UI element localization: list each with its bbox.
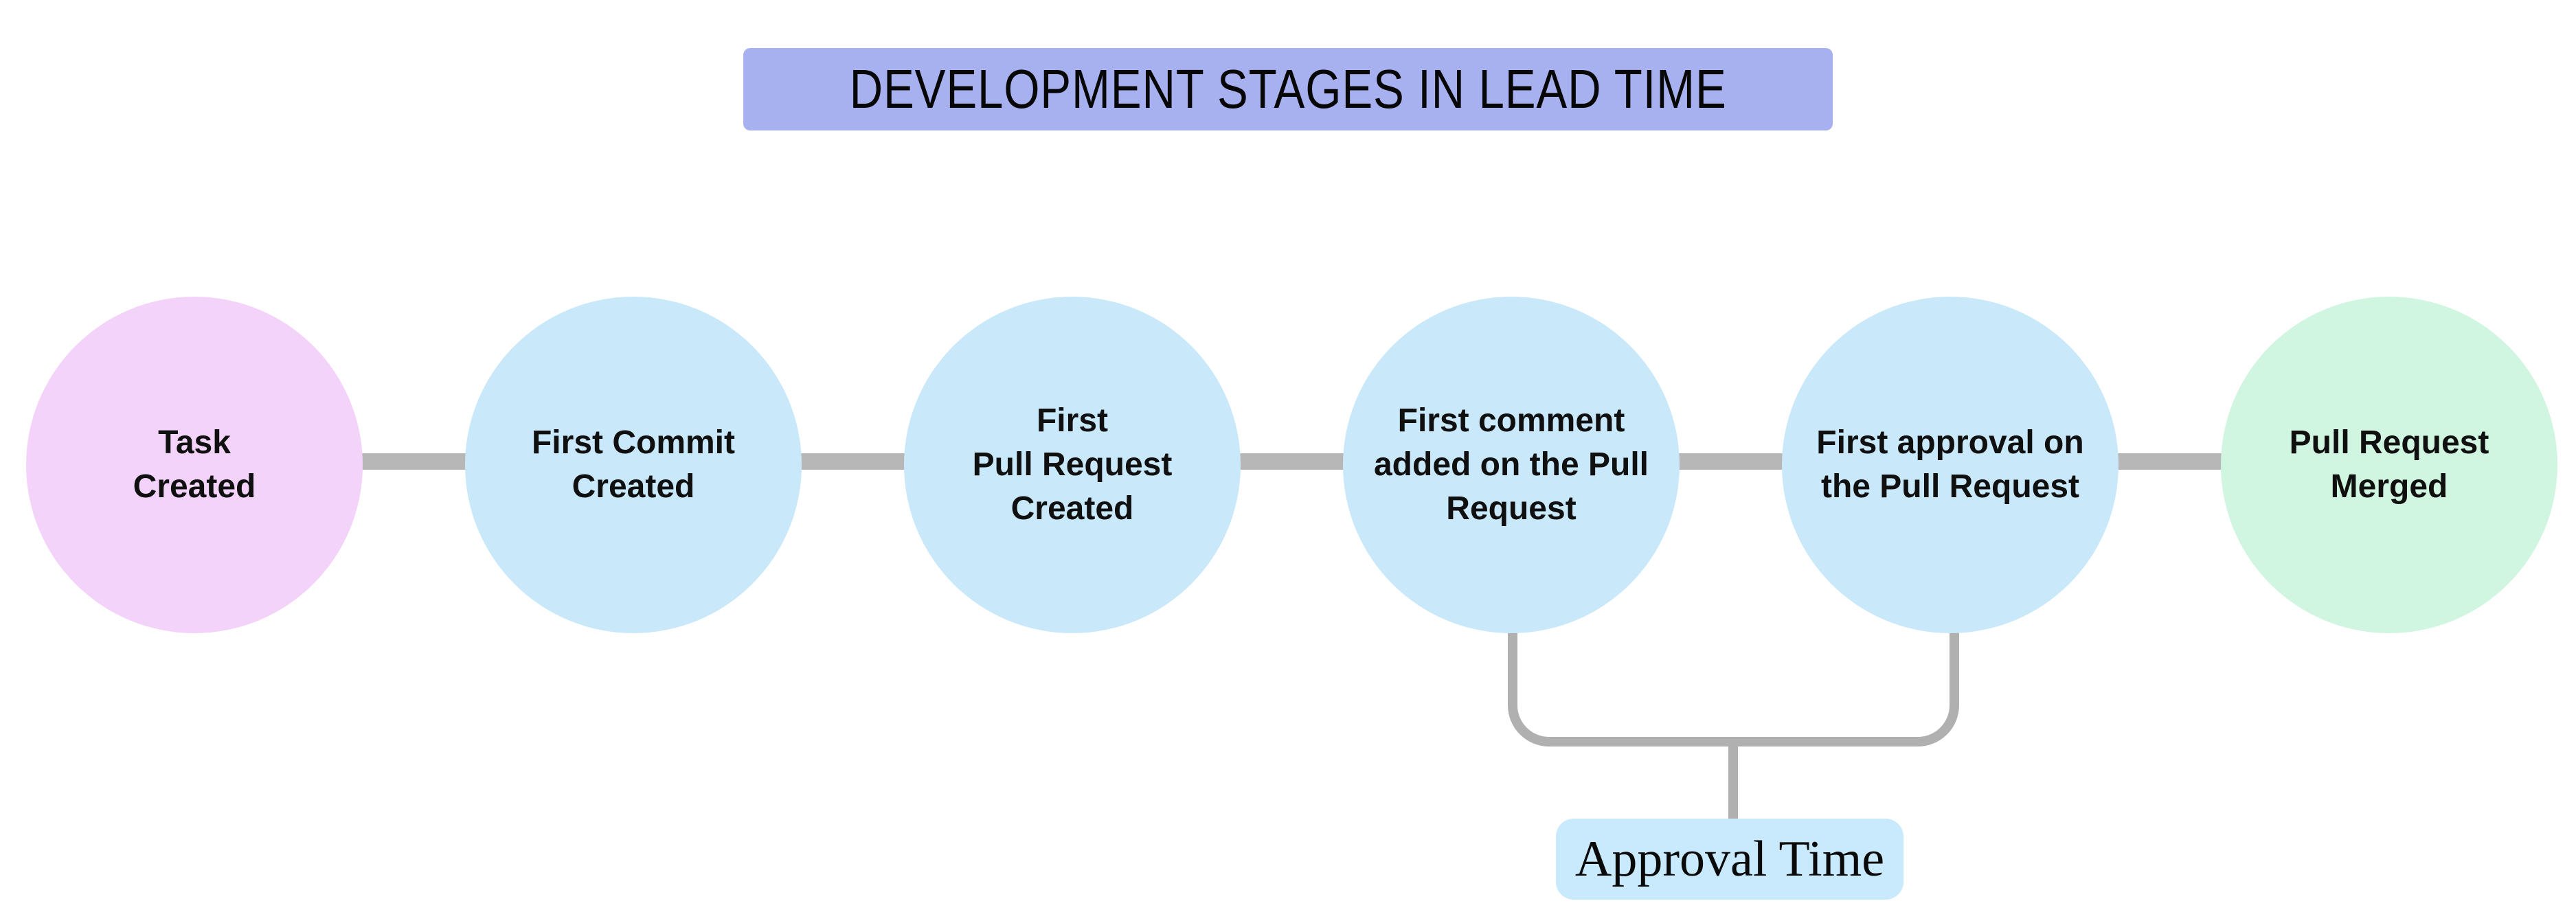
approval-time-bracket bbox=[1508, 618, 1959, 747]
stage-node-first-pull-request-created: First Pull Request Created bbox=[904, 297, 1241, 633]
title-banner: DEVELOPMENT STAGES IN LEAD TIME bbox=[743, 48, 1833, 130]
approval-time-bracket-stem bbox=[1728, 745, 1738, 819]
stage-label-first-commit-created: First Commit Created bbox=[531, 424, 735, 505]
approval-time-label: Approval Time bbox=[1574, 830, 1885, 887]
stage-node-first-commit-created: First Commit Created bbox=[465, 297, 802, 633]
stage-label-first-approval: First approval on the Pull Request bbox=[1816, 424, 2084, 505]
stage-label-pull-request-merged: Pull Request Merged bbox=[2289, 424, 2489, 505]
approval-time-box: Approval Time bbox=[1556, 819, 1903, 900]
stage-node-first-approval: First approval on the Pull Request bbox=[1782, 297, 2119, 633]
stage-label-task-created: Task Created bbox=[133, 424, 256, 505]
page-title: DEVELOPMENT STAGES IN LEAD TIME bbox=[849, 58, 1727, 119]
stage-label-first-comment-added: First comment added on the Pull Request bbox=[1373, 402, 1649, 527]
stage-node-task-created: Task Created bbox=[26, 297, 363, 633]
timeline-connector-line bbox=[27, 453, 2553, 470]
stage-node-first-comment-added: First comment added on the Pull Request bbox=[1343, 297, 1680, 633]
stage-node-pull-request-merged: Pull Request Merged bbox=[2221, 297, 2557, 633]
stage-label-first-pull-request-created: First Pull Request Created bbox=[972, 402, 1173, 527]
